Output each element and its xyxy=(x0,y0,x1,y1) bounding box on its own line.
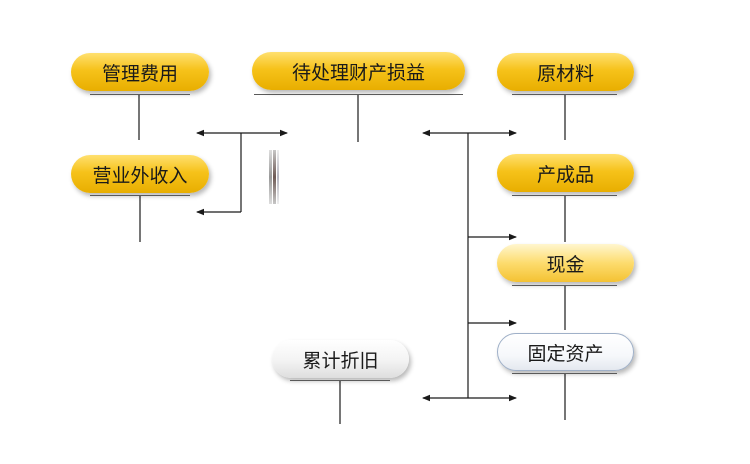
underline-admin-expenses xyxy=(90,94,190,95)
node-cash: 现金 xyxy=(497,244,634,282)
node-raw-materials: 原材料 xyxy=(497,53,634,91)
node-fixed-assets-label: 固定资产 xyxy=(527,342,604,365)
underline-non-operating-income xyxy=(90,195,190,196)
node-non-operating-income-label: 营业外收入 xyxy=(92,164,188,187)
node-cash-label: 现金 xyxy=(546,253,585,276)
vertical-stripe-mark xyxy=(268,150,282,204)
underline-fixed-assets xyxy=(512,373,617,374)
underline-raw-materials xyxy=(512,94,617,95)
node-admin-expenses-label: 管理费用 xyxy=(101,62,178,85)
node-non-operating-income: 营业外收入 xyxy=(71,155,209,193)
node-accumulated-depreciation: 累计折旧 xyxy=(272,340,409,378)
underline-accumulated-depreciation xyxy=(290,380,390,381)
node-admin-expenses: 管理费用 xyxy=(71,53,209,91)
node-finished-goods-label: 产成品 xyxy=(536,163,594,186)
node-pending-loss: 待处理财产损益 xyxy=(252,52,465,90)
underline-pending-loss xyxy=(254,94,463,95)
underline-cash xyxy=(512,285,617,286)
underline-finished-goods xyxy=(512,195,617,196)
node-pending-loss-label: 待处理财产损益 xyxy=(291,61,425,84)
node-fixed-assets: 固定资产 xyxy=(497,333,634,371)
node-raw-materials-label: 原材料 xyxy=(536,62,594,85)
node-accumulated-depreciation-label: 累计折旧 xyxy=(302,349,379,372)
node-finished-goods: 产成品 xyxy=(497,154,634,192)
